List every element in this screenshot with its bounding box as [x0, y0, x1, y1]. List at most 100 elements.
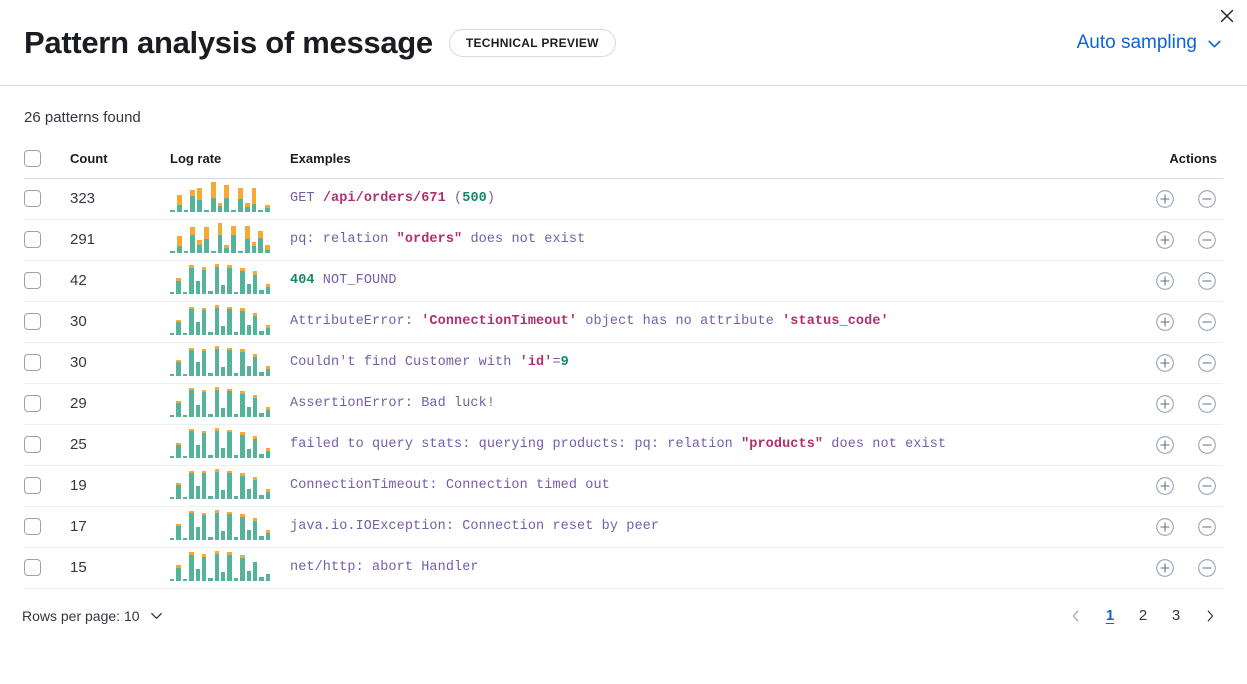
close-button[interactable]: [1213, 2, 1241, 30]
column-header-count[interactable]: Count: [70, 149, 170, 179]
sparkline-bar: [231, 209, 236, 212]
filter-out-value-button[interactable]: [1197, 353, 1217, 373]
filter-for-value-button[interactable]: [1155, 230, 1175, 250]
sparkline-bar-segment-bottom: [259, 289, 264, 294]
log-rate-sparkline: [170, 222, 270, 255]
select-all-checkbox[interactable]: [24, 149, 41, 167]
sparkline-bar: [265, 447, 270, 458]
sparkline-bar-segment-bottom: [170, 578, 175, 581]
row-checkbox[interactable]: [24, 272, 41, 290]
row-checkbox[interactable]: [24, 477, 41, 495]
pattern-example: failed to query stats: querying products…: [290, 437, 1113, 452]
row-select-cell: [24, 465, 70, 507]
page-number-2[interactable]: 2: [1131, 603, 1155, 629]
sparkline-bar: [214, 468, 219, 499]
row-example-cell: AssertionError: Bad luck!: [290, 383, 1113, 425]
rows-per-page-button[interactable]: Rows per page: 10: [12, 603, 176, 628]
row-count: 25: [70, 424, 170, 466]
sparkline-bar-segment-bottom: [195, 526, 200, 540]
sparkline-bar-segment-top: [240, 307, 245, 311]
row-checkbox[interactable]: [24, 354, 41, 372]
row-actions-cell: [1113, 178, 1223, 220]
filter-for-value-button[interactable]: [1155, 558, 1175, 578]
row-checkbox[interactable]: [24, 190, 41, 208]
row-log-rate-cell: [170, 506, 290, 548]
sparkline-bar-segment-bottom: [221, 571, 226, 581]
sparkline-bar-segment-bottom: [258, 237, 264, 253]
sparkline-bar-segment-top: [176, 442, 181, 445]
sparkline-bar: [246, 324, 251, 335]
filter-for-value-button[interactable]: [1155, 189, 1175, 209]
page-number-1[interactable]: 1: [1098, 603, 1122, 629]
sparkline-bar-segment-bottom: [190, 234, 196, 253]
pattern-example: java.io.IOException: Connection reset by…: [290, 519, 1113, 534]
sparkline-bar-segment-bottom: [170, 209, 175, 212]
column-header-log-rate[interactable]: Log rate: [170, 149, 290, 179]
filter-for-value-button[interactable]: [1155, 271, 1175, 291]
filter-out-value-button[interactable]: [1197, 230, 1217, 250]
next-page-button[interactable]: [1197, 603, 1223, 629]
sparkline-bar-segment-bottom: [214, 307, 219, 335]
sparkline-bar-segment-top: [189, 306, 194, 309]
auto-sampling-button[interactable]: Auto sampling: [1077, 32, 1223, 54]
row-checkbox[interactable]: [24, 313, 41, 331]
filter-for-value-button[interactable]: [1155, 353, 1175, 373]
column-header-examples[interactable]: Examples: [290, 149, 1113, 179]
example-token: failed to query stats: querying products…: [290, 437, 742, 453]
flyout-header: Pattern analysis of message TECHNICAL PR…: [0, 0, 1247, 86]
sparkline-bar: [208, 290, 213, 294]
row-log-rate-cell: [170, 219, 290, 261]
previous-page-button[interactable]: [1063, 603, 1089, 629]
sparkline-bar: [189, 306, 194, 335]
row-log-rate-cell: [170, 260, 290, 302]
row-actions-cell: [1113, 465, 1223, 507]
plus-in-circle-icon: [1156, 558, 1174, 577]
select-all-header: [24, 149, 70, 179]
filter-for-value-button[interactable]: [1155, 517, 1175, 537]
filter-out-value-button[interactable]: [1197, 189, 1217, 209]
filter-for-value-button[interactable]: [1155, 435, 1175, 455]
sparkline-bar-segment-bottom: [208, 454, 213, 458]
sparkline-bar-segment-bottom: [195, 321, 200, 335]
filter-out-value-button[interactable]: [1197, 476, 1217, 496]
column-header-actions: Actions: [1113, 149, 1223, 179]
row-checkbox[interactable]: [24, 518, 41, 536]
example-token: Couldn't find Customer with: [290, 355, 520, 371]
filter-for-value-button[interactable]: [1155, 476, 1175, 496]
sparkline-bar-segment-top: [210, 181, 216, 198]
flyout-body: 26 patterns found Count Log rate Example…: [0, 86, 1247, 589]
sparkline-bar-segment-bottom: [201, 269, 207, 294]
example-token: net/http: abort Handler: [290, 560, 479, 576]
filter-out-value-button[interactable]: [1197, 517, 1217, 537]
row-checkbox[interactable]: [24, 559, 41, 577]
row-checkbox[interactable]: [24, 231, 41, 249]
sparkline-bar: [189, 510, 194, 540]
page-number-3[interactable]: 3: [1164, 603, 1188, 629]
sparkline-bar-segment-bottom: [240, 475, 245, 499]
example-token: ): [486, 191, 496, 207]
filter-for-value-button[interactable]: [1155, 394, 1175, 414]
filter-for-value-button[interactable]: [1155, 312, 1175, 332]
filter-out-value-button[interactable]: [1197, 394, 1217, 414]
row-checkbox[interactable]: [24, 436, 41, 454]
filter-out-value-button[interactable]: [1197, 271, 1217, 291]
filter-out-value-button[interactable]: [1197, 312, 1217, 332]
sparkline-bar: [240, 307, 245, 335]
row-checkbox[interactable]: [24, 395, 41, 413]
sparkline-bar-segment-top: [176, 277, 181, 281]
filter-out-value-button[interactable]: [1197, 558, 1217, 578]
sparkline-bar-segment-bottom: [189, 512, 194, 540]
filter-out-value-button[interactable]: [1197, 435, 1217, 455]
sparkline-bar-segment-bottom: [265, 249, 270, 253]
sparkline-bar-segment-bottom: [183, 209, 189, 212]
table-row[interactable]: 25 failed to query stats: querying produc…: [24, 424, 1223, 466]
